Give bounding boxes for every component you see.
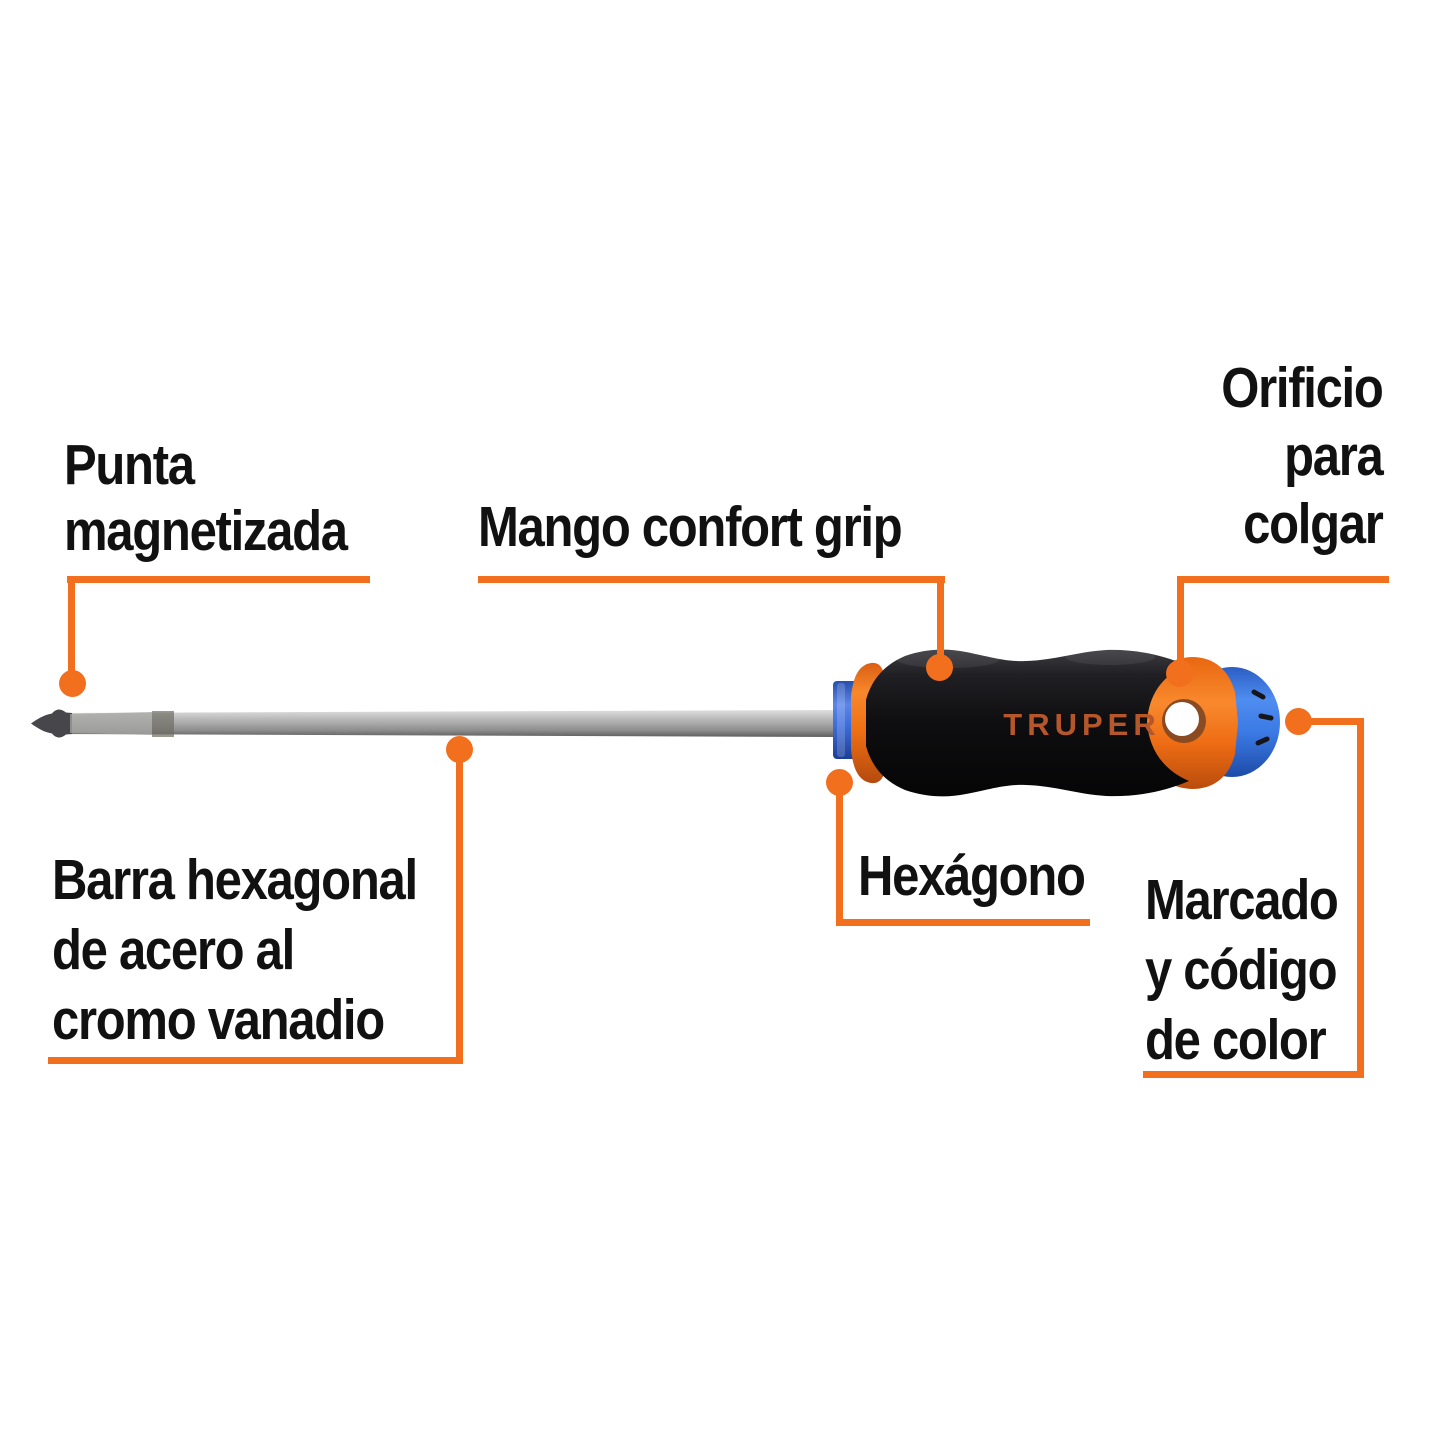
label-line: de acero al [52,918,295,982]
screwdriver-shaft [58,710,842,737]
label-line: magnetizada [64,499,348,563]
callout-punta-underline [67,576,370,583]
label-line: Mango confort grip [478,495,903,559]
handle-grip [866,649,1189,797]
callout-marcado-leader-h [1295,718,1364,725]
label-line: Hexágono [858,844,1086,908]
callout-hexagono-leader [836,789,843,926]
callout-hexagono-underline [836,919,1090,926]
label-marcado-codigo-color: Marcado y código de color [1145,865,1339,1075]
grip-sheen-right [1065,649,1155,665]
label-mango-confort-grip: Mango confort grip [478,494,903,560]
label-line: de color [1145,1008,1327,1072]
callout-punta-dot [59,670,86,697]
label-line: para [1284,424,1385,488]
callout-marcado-underline [1143,1071,1364,1078]
label-line: y código [1145,938,1338,1002]
callout-marcado-leader-v [1357,718,1364,1078]
label-line: colgar [1243,492,1385,556]
callout-barra-leader [456,756,463,1060]
label-line: Punta [64,433,195,497]
label-hexagono: Hexágono [858,843,1086,909]
brand-logo-text: TRUPER [1003,707,1160,742]
callout-orificio-leader [1177,576,1184,666]
callout-orificio-dot [1166,660,1193,687]
label-orificio-para-colgar: Orificio para colgar [1221,354,1385,558]
callout-mango-dot [926,654,953,681]
label-line: Barra hexagonal [52,848,418,912]
shaft-transition-band [152,711,174,737]
cap-markings [1251,689,1274,746]
hexagon-ferrule-highlight [837,683,845,757]
label-line: Orificio [1221,356,1385,420]
label-line: cromo vanadio [52,988,385,1052]
label-line: Marcado [1145,868,1339,932]
hang-hole [1165,702,1199,736]
callout-punta-leader [68,576,75,678]
callout-orificio-underline [1177,576,1389,583]
callout-mango-leader [937,576,944,660]
label-punta-magnetizada: Punta magnetizada [64,432,348,564]
phillips-tip-icon [31,709,72,738]
label-barra-hexagonal: Barra hexagonal de acero al cromo vanadi… [52,845,418,1055]
callout-mango-underline [478,576,945,583]
tip-cone [70,712,152,735]
callout-barra-underline [48,1057,463,1064]
